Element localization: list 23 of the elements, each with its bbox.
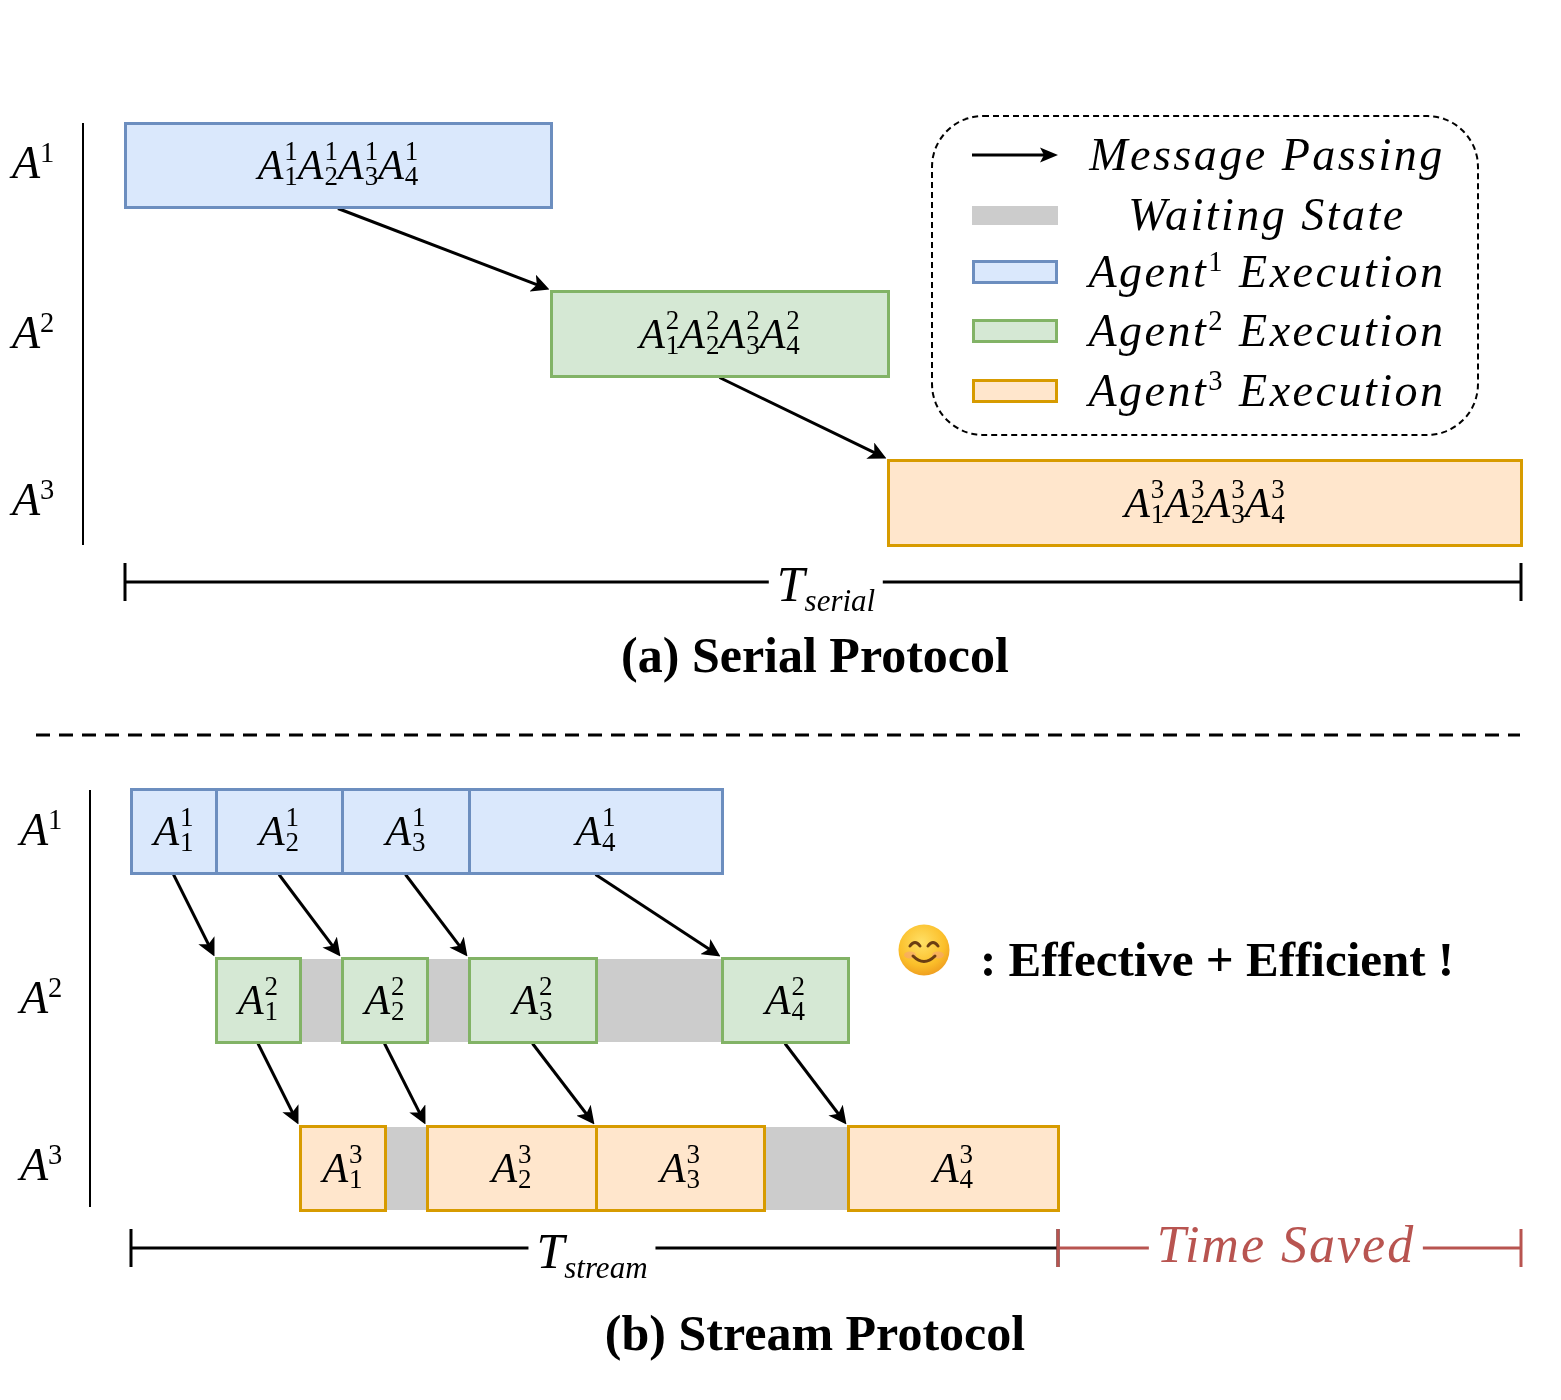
arrow [256,1042,299,1125]
legend-text: Agent$^{3}$ Execution [1085,365,1447,417]
legend-text: Message Passing [1087,129,1446,181]
arrow [337,207,550,292]
legend-text: Agent$^{2}$ Execution [1085,305,1447,357]
subfigure-caption: (b) Stream Protocol [604,1305,1026,1361]
arrow [172,873,215,957]
arrow [594,873,721,957]
arrow [783,1042,847,1125]
waiting-bar [300,958,342,1042]
arrow [531,1042,595,1125]
subfigure-caption: (a) Serial Protocol [621,627,1009,683]
waiting-bar [596,958,722,1042]
annotation-text: : Effective + Efficient ! [980,933,1455,987]
waiting-bar [427,958,469,1042]
legend-text: Agent$^{1}$ Execution [1085,246,1447,298]
arrow [277,873,341,957]
arrow [383,1042,426,1125]
arrow [404,873,468,957]
waiting-bar [385,1126,427,1210]
arrow [718,376,887,459]
legend-text: Waiting State [1127,189,1407,241]
waiting-bar [764,1126,848,1210]
